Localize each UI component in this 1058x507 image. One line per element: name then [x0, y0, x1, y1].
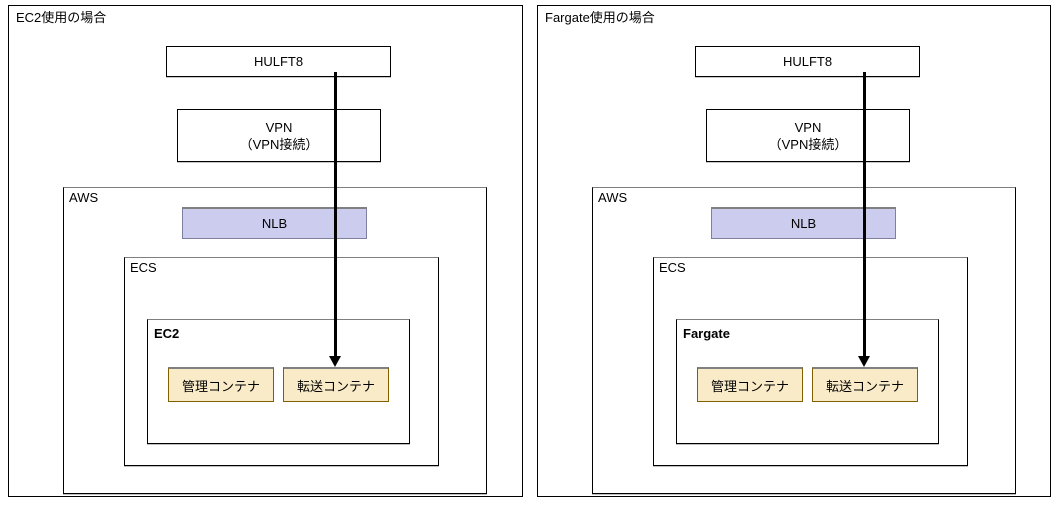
node-nlb-ec2-label: NLB [261, 216, 288, 231]
node-vpn-ec2-label-line1: VPN [265, 119, 293, 135]
group-ecs-ec2-label: ECS [130, 260, 157, 275]
arrow-shaft-fargate [863, 72, 866, 360]
group-compute-fargate-label: Fargate [683, 326, 730, 341]
chip-transfer-container-ec2-label: 転送コンテナ [296, 378, 375, 394]
node-hulft8-ec2: HULFT8 [166, 46, 391, 77]
node-hulft8-fargate: HULFT8 [695, 46, 920, 77]
node-hulft8-fargate-label: HULFT8 [782, 54, 833, 69]
node-vpn-fargate-label-line1: VPN [794, 119, 822, 135]
node-vpn-fargate: VPN （VPN接続） [706, 109, 910, 162]
arrow-head-ec2 [329, 356, 341, 367]
node-hulft8-ec2-label: HULFT8 [253, 54, 304, 69]
group-ecs-fargate: ECS Fargate [653, 257, 968, 466]
node-vpn-ec2: VPN （VPN接続） [177, 109, 381, 162]
group-ecs-fargate-label: ECS [659, 260, 686, 275]
panel-fargate-title: Fargate使用の場合 [545, 10, 655, 25]
chip-admin-container-fargate: 管理コンテナ [697, 367, 803, 402]
chip-admin-container-ec2-label: 管理コンテナ [181, 378, 260, 394]
panel-fargate: Fargate使用の場合 AWS ECS Fargate HULFT8 VPN … [537, 5, 1051, 497]
chip-transfer-container-fargate: 転送コンテナ [812, 367, 918, 402]
chip-admin-container-fargate-label: 管理コンテナ [710, 378, 789, 394]
node-nlb-ec2: NLB [182, 207, 367, 239]
arrow-head-fargate [858, 356, 870, 367]
chip-admin-container-ec2: 管理コンテナ [168, 367, 274, 402]
node-nlb-fargate: NLB [711, 207, 896, 239]
arrow-shaft-ec2 [334, 72, 337, 360]
group-compute-ec2-label: EC2 [154, 326, 180, 341]
panel-ec2: EC2使用の場合 AWS ECS EC2 HULFT8 VPN （VPN接続） [8, 5, 523, 497]
chip-transfer-container-ec2: 転送コンテナ [283, 367, 389, 402]
node-vpn-fargate-label-line2: （VPN接続） [768, 136, 848, 152]
group-aws-ec2-label: AWS [69, 190, 99, 205]
panel-ec2-title: EC2使用の場合 [16, 10, 107, 25]
node-vpn-ec2-label-line2: （VPN接続） [239, 136, 319, 152]
chip-transfer-container-fargate-label: 転送コンテナ [825, 378, 904, 394]
group-aws-fargate-label: AWS [598, 190, 628, 205]
node-nlb-fargate-label: NLB [790, 216, 817, 231]
group-ecs-ec2: ECS EC2 [124, 257, 439, 466]
